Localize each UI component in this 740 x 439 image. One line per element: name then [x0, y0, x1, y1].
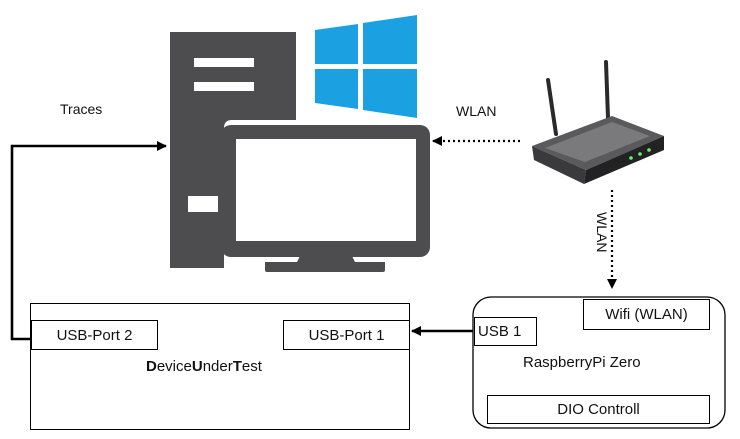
device-under-test-title: DeviceUnderTest — [146, 358, 262, 375]
raspberrypi-title: RaspberryPi Zero — [523, 354, 641, 371]
desktop-computer-icon — [170, 32, 430, 272]
rpi-wifi: Wifi (WLAN) — [583, 299, 710, 330]
traces-label: Traces — [60, 101, 103, 117]
windows-logo-icon — [315, 15, 417, 118]
wlan-label-vertical: WLAN — [594, 212, 610, 253]
wlan-router-icon — [532, 60, 664, 184]
usb-port-2: USB-Port 2 — [31, 320, 158, 350]
traces-connection — [10, 141, 167, 341]
usb-port-1: USB-Port 1 — [283, 320, 410, 350]
rpi-usb-1: USB 1 — [474, 317, 537, 346]
wlan-label-horizontal: WLAN — [456, 103, 497, 119]
dio-controll: DIO Controll — [487, 395, 710, 424]
raspberrypi-box — [472, 296, 726, 429]
